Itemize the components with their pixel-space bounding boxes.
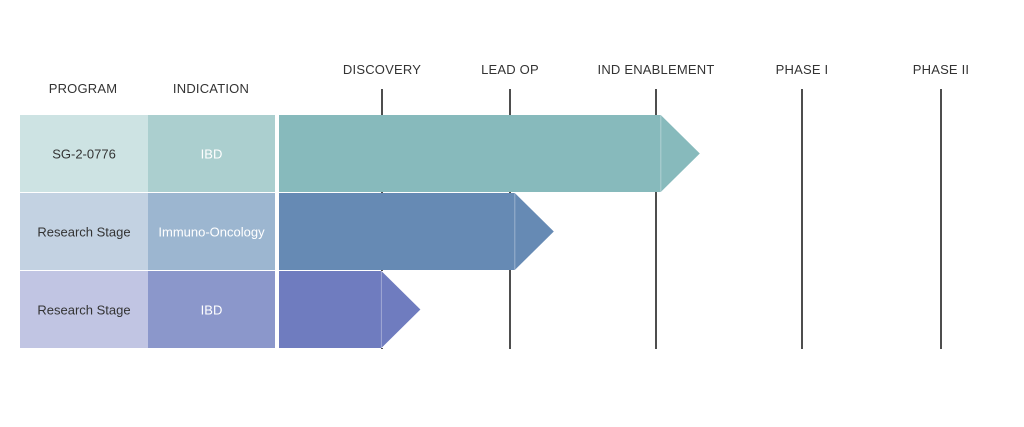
program-cell <box>20 271 148 348</box>
program-name: Research Stage <box>37 303 130 318</box>
stage-label-phase-i: PHASE I <box>776 62 829 77</box>
progress-arrow <box>279 271 421 348</box>
program-name: SG-2-0776 <box>52 147 116 162</box>
program-row: Research Stage IBD <box>20 271 421 348</box>
indication-cell <box>148 193 275 270</box>
stage-label-ind-enablement: IND ENABLEMENT <box>598 62 715 77</box>
progress-arrow <box>279 115 700 192</box>
program-cell <box>20 193 148 270</box>
indication-cell <box>148 271 275 348</box>
stage-label-discovery: DISCOVERY <box>343 62 421 77</box>
column-headers: PROGRAM INDICATION <box>49 81 249 96</box>
program-row: SG-2-0776 IBD <box>20 115 700 192</box>
stage-lines <box>381 89 942 349</box>
progress-arrow <box>279 193 554 270</box>
stage-labels: DISCOVERY LEAD OP IND ENABLEMENT PHASE I PHA… <box>343 62 969 77</box>
stage-label-phase-ii: PHASE II <box>913 62 970 77</box>
indication-name: IBD <box>201 303 223 318</box>
program-row: Research Stage Immuno-Oncology <box>20 193 554 270</box>
indication-cell <box>148 115 275 192</box>
indication-column-header: INDICATION <box>173 81 249 96</box>
program-cell <box>20 115 148 192</box>
indication-name: Immuno-Oncology <box>158 225 265 240</box>
stage-label-lead-op: LEAD OP <box>481 62 539 77</box>
indication-name: IBD <box>201 147 223 162</box>
table-divider <box>275 115 278 348</box>
program-name: Research Stage <box>37 225 130 240</box>
program-column-header: PROGRAM <box>49 81 118 96</box>
